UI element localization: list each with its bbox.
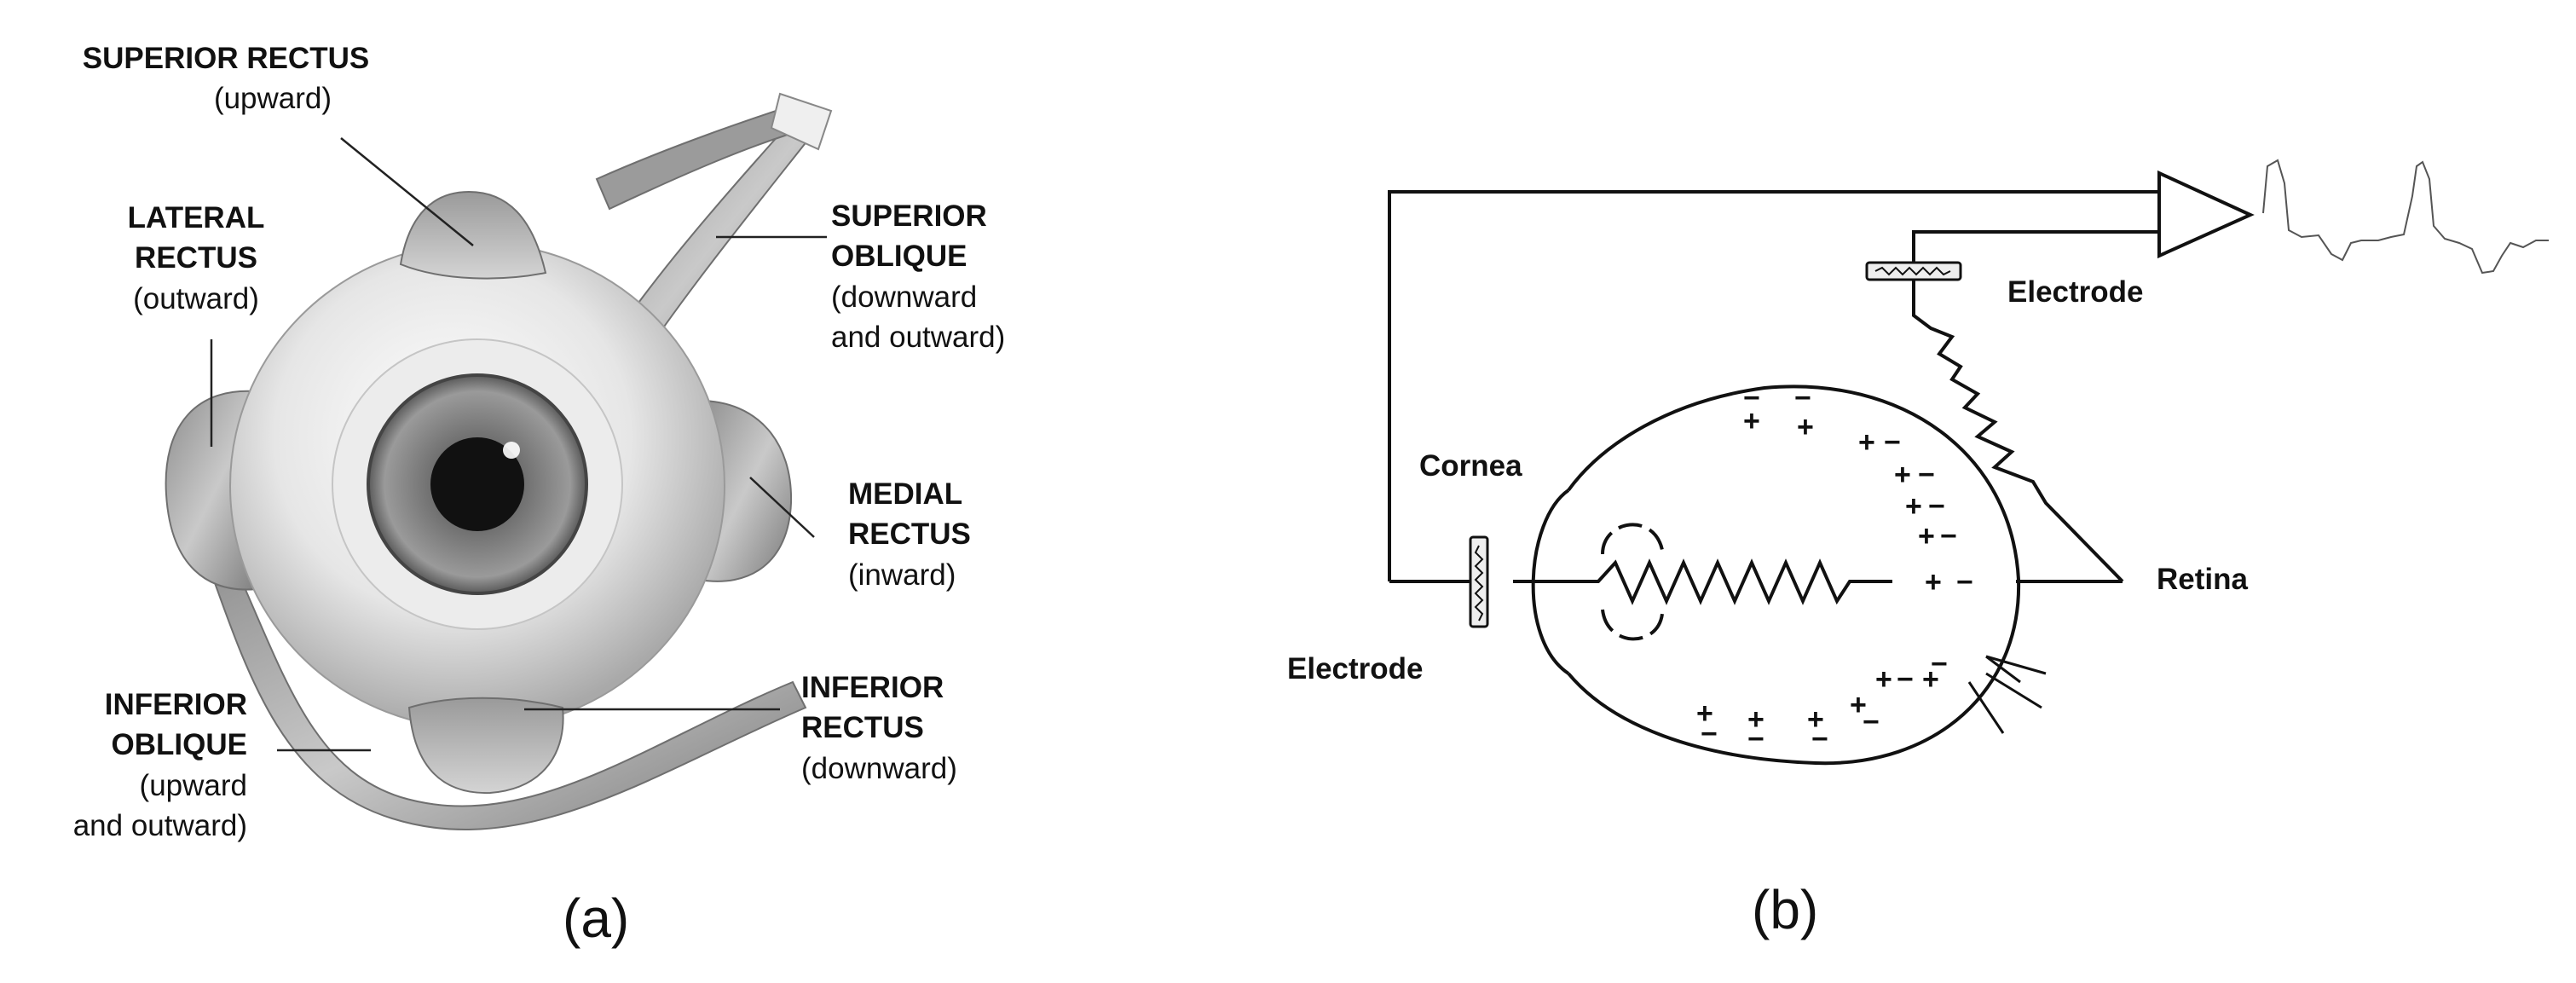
charge-minus: − — [1884, 426, 1901, 459]
charge-plus: + — [1797, 411, 1814, 443]
panel-b-eog-schematic — [1388, 159, 2549, 766]
charge-minus: − — [1897, 663, 1914, 696]
label-lateral-rectus: LATERAL RECTUS (outward) — [94, 198, 298, 319]
charge-minus: − — [1811, 723, 1828, 755]
label-inferior-oblique: INFERIOR OBLIQUE (upward and outward) — [34, 685, 247, 846]
caption-panel-b: (b) — [1752, 879, 1819, 940]
charge-minus: − — [1956, 566, 1973, 598]
charge-plus: + — [1922, 663, 1939, 696]
retina-electrode-wire — [1912, 230, 2159, 264]
caption-panel-a: (a) — [563, 888, 630, 949]
label-superior-oblique: SUPERIOR OBLIQUE (downward and outward) — [831, 196, 1087, 357]
charge-minus: − — [1701, 718, 1718, 750]
lateral-rectus-desc: (outward) — [133, 281, 259, 315]
lens-upper — [1601, 523, 1664, 555]
charge-plus: + — [1875, 663, 1892, 696]
inferior-rectus-muscle — [407, 697, 564, 795]
panel-a-eye-muscles — [165, 92, 833, 830]
charge-markers: − + − + + − + − + − + − + − + − + − + − … — [1696, 382, 1973, 755]
eog-waveform — [2262, 159, 2549, 275]
superior-rectus-desc: (upward) — [213, 82, 332, 116]
inferior-oblique-desc-1: (upward — [139, 768, 247, 802]
inferior-oblique-name-1: INFERIOR — [104, 688, 247, 721]
inferior-oblique-muscle — [203, 544, 807, 830]
inferior-rectus-name-1: INFERIOR — [801, 671, 944, 704]
label-superior-rectus: SUPERIOR RECTUS (upward) — [51, 38, 401, 119]
charge-plus: + — [1743, 405, 1760, 437]
medial-rectus-desc: (inward) — [848, 558, 956, 592]
charge-minus: − — [1931, 648, 1948, 680]
retina-resistor — [1912, 280, 2124, 583]
cornea-electrode — [1469, 535, 1489, 628]
charge-plus: + — [1807, 703, 1824, 736]
superior-oblique-name-2: OBLIQUE — [831, 240, 967, 274]
trochlea — [770, 92, 833, 151]
superior-oblique-desc-1: (downward — [831, 280, 978, 314]
label-retina: Retina — [2157, 563, 2248, 596]
label-inferior-rectus: INFERIOR RECTUS (downward) — [801, 668, 1023, 789]
lateral-rectus-name-2: RECTUS — [135, 241, 257, 275]
label-electrode-top: Electrode — [2007, 275, 2144, 309]
charge-plus: + — [1925, 566, 1942, 598]
charge-minus: − — [1940, 520, 1957, 552]
charge-minus: − — [1747, 723, 1765, 755]
charge-minus: − — [1794, 382, 1811, 414]
charge-plus: + — [1850, 689, 1867, 721]
panel-a-leader-lines — [210, 137, 827, 752]
charge-minus: − — [1918, 459, 1935, 491]
inferior-rectus-desc: (downward) — [801, 751, 957, 785]
charge-plus: + — [1747, 703, 1765, 736]
charge-plus: + — [1858, 426, 1875, 459]
label-medial-rectus: MEDIAL RECTUS (inward) — [848, 474, 1053, 595]
superior-oblique-name-1: SUPERIOR — [831, 199, 987, 233]
inferior-rectus-name-2: RECTUS — [801, 711, 924, 745]
superior-oblique-desc-2: and outward) — [831, 320, 1006, 354]
charge-minus: − — [1743, 382, 1760, 414]
superior-rectus-muscle — [399, 190, 547, 280]
medial-rectus-name-1: MEDIAL — [848, 477, 963, 511]
amplifier-symbol — [2157, 170, 2255, 259]
pupil-highlight — [503, 442, 520, 459]
charge-plus: + — [1905, 490, 1922, 523]
charge-plus: + — [1918, 520, 1935, 552]
inferior-oblique-desc-2: and outward) — [72, 808, 247, 842]
lateral-rectus-name-1: LATERAL — [127, 201, 265, 234]
internal-resistor — [1513, 558, 1892, 605]
charge-minus: − — [1928, 490, 1945, 523]
medial-rectus-name-2: RECTUS — [848, 518, 971, 552]
optic-nerve-lines — [1967, 655, 2047, 734]
eye-outline — [1567, 385, 2021, 766]
lens-lower — [1601, 609, 1664, 641]
superior-rectus-name: SUPERIOR RECTUS — [82, 42, 370, 75]
charge-plus: + — [1894, 459, 1911, 491]
charge-plus: + — [1696, 697, 1713, 730]
inferior-oblique-name-2: OBLIQUE — [111, 728, 247, 762]
label-cornea: Cornea — [1419, 449, 1522, 483]
charge-minus: − — [1863, 706, 1880, 738]
label-electrode-left: Electrode — [1287, 652, 1424, 685]
amplifier-input-wire — [1388, 190, 2159, 581]
pupil — [430, 437, 524, 531]
